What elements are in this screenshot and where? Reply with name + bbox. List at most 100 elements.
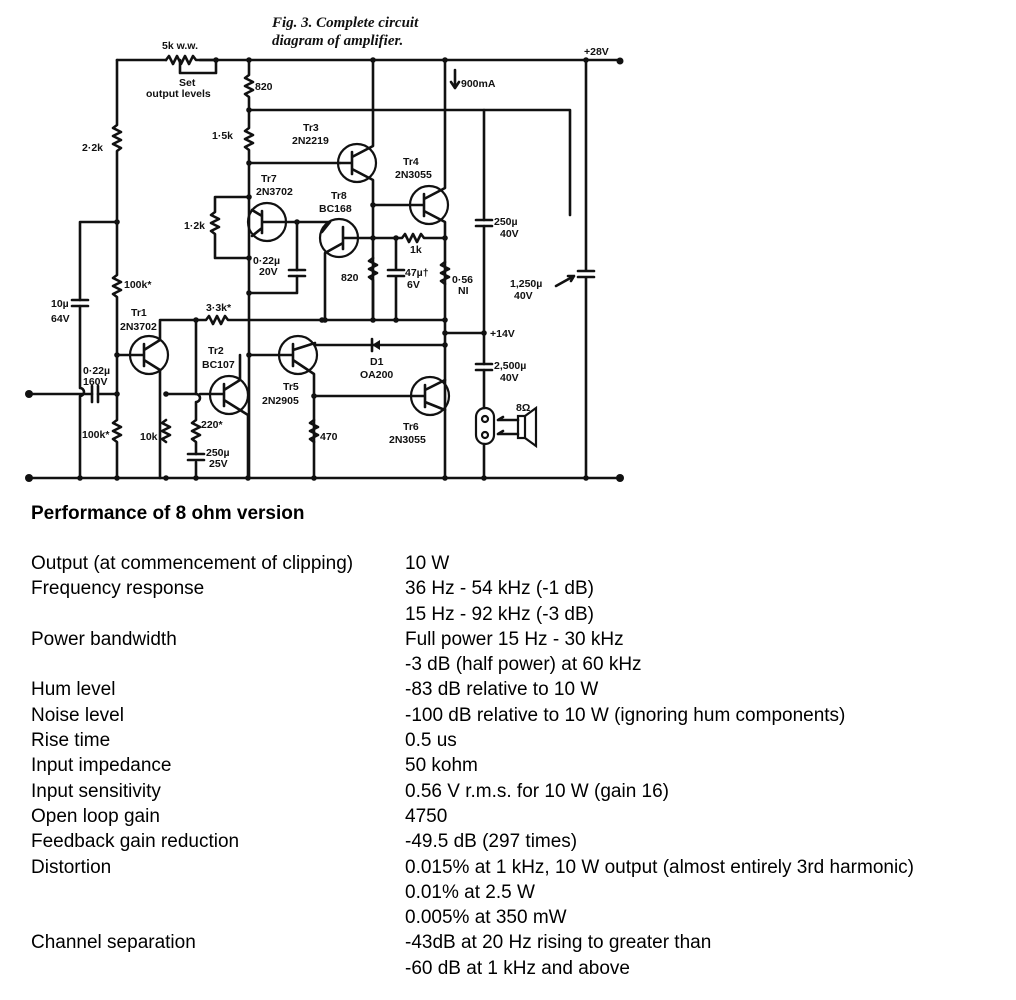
c2500-value: 2,500µ xyxy=(494,360,526,372)
diode-d1: D1 OA200 xyxy=(313,337,448,381)
tr3-type: 2N2219 xyxy=(292,135,329,147)
c250-low-value: 250µ xyxy=(206,447,230,459)
pot-5k: 5k w.w. Set output levels xyxy=(146,40,219,100)
spec-label: Distortion xyxy=(31,856,112,878)
c10u-voltage: 64V xyxy=(51,313,70,325)
spec-value: -60 dB at 1 kHz and above xyxy=(405,957,630,979)
spec-value: -100 dB relative to 10 W (ignoring hum c… xyxy=(405,704,846,726)
tr6-type: 2N3055 xyxy=(389,434,426,446)
spec-value: 10 W xyxy=(405,553,450,574)
transistor-tr1: Tr1 2N3702 10k xyxy=(115,307,198,480)
spec-row: -60 dB at 1 kHz and above xyxy=(31,956,914,981)
spec-label xyxy=(31,602,405,627)
circuit-diagram: Fig. 3. Complete circuit diagram of ampl… xyxy=(25,15,624,482)
spec-label: Rise time xyxy=(31,730,111,752)
spec-row: 15 Hz - 92 kHz (-3 dB) xyxy=(31,602,914,627)
c250-low-voltage: 25V xyxy=(209,458,228,470)
tr1-ref: Tr1 xyxy=(131,307,147,319)
r-100k-top-label: 100k* xyxy=(124,279,152,291)
c2500-voltage: 40V xyxy=(500,372,519,384)
transistor-tr3: Tr3 2N2219 xyxy=(292,58,378,322)
tr7-ref: Tr7 xyxy=(261,173,277,185)
spec-label xyxy=(31,652,405,677)
r-10k-label: 10k xyxy=(140,431,158,443)
d1-ref: D1 xyxy=(370,356,384,368)
input-terminal: 0·22µ 160V xyxy=(25,365,119,404)
transistor-tr2: 3·3k* Tr2 BC107 220* 250µ 25V xyxy=(186,302,250,480)
spec-label: Feedback gain reduction xyxy=(31,831,240,853)
spec-row: Distortion 0.015% at 1 kHz, 10 W output (… xyxy=(31,855,914,880)
tr2-ref: Tr2 xyxy=(208,345,224,357)
specs-table: Output (at commencement of clipping)10 W… xyxy=(31,551,914,981)
spec-value: 50 kohm xyxy=(405,755,478,777)
transistor-tr8: Tr8 BC168 xyxy=(295,190,375,323)
spec-row: 0.005% at 350 mW xyxy=(31,905,914,930)
spec-label: Noise level xyxy=(31,704,124,726)
tr4-ref: Tr4 xyxy=(403,156,419,168)
tr7-type: 2N3702 xyxy=(256,186,293,198)
c022-fb-value: 0·22µ xyxy=(253,255,280,267)
c022-in-value: 0·22µ xyxy=(83,365,110,377)
r-056-label: 0·56 xyxy=(452,274,473,286)
spec-value: -3 dB (half power) at 60 kHz xyxy=(405,654,642,676)
c10u-value: 10µ xyxy=(51,298,69,310)
c250-top-value: 250µ xyxy=(494,216,518,228)
cap-1250u: 1,250µ 40V xyxy=(510,58,596,480)
spec-value: -49.5 dB (297 times) xyxy=(405,831,578,853)
r-220-label: 220* xyxy=(201,419,224,431)
spec-label: Hum level xyxy=(31,679,116,701)
bias-chain: 2·2k 100k* 100k* xyxy=(82,58,152,480)
spec-value: 0.015% at 1 kHz, 10 W output (almost ent… xyxy=(405,856,915,878)
spec-label: Power bandwidth xyxy=(31,628,177,650)
transistor-tr6: Tr6 2N3055 xyxy=(312,375,451,446)
transistor-tr5: Tr5 2N2905 470 xyxy=(247,334,338,480)
c1250-voltage: 40V xyxy=(514,290,533,302)
tr1-type: 2N3702 xyxy=(120,321,157,333)
spec-row: Feedback gain reduction -49.5 dB (297 tim… xyxy=(31,829,914,854)
speaker-impedance-label: 8Ω xyxy=(516,402,530,414)
pot-note-label: Set xyxy=(179,77,196,89)
pot-value-label: 5k w.w. xyxy=(162,40,198,52)
driver-column: 820 1·5k 1·2k xyxy=(184,58,572,480)
c47u-value: 47µ† xyxy=(405,267,429,279)
c1250-value: 1,250µ xyxy=(510,278,542,290)
bias-network: 1k 820 47µ† 6V 0·56 NI xyxy=(247,232,473,323)
spec-row: Input impedance 50 kohm xyxy=(31,753,914,778)
r-820-top-label: 820 xyxy=(255,81,273,93)
cap-10u: 10µ 64V xyxy=(51,220,119,480)
c022-fb-voltage: 20V xyxy=(259,266,278,278)
spec-row: Hum level -83 dB relative to 10 W xyxy=(31,677,914,702)
spec-label: Input impedance xyxy=(31,755,172,777)
r-1k5-label: 1·5k xyxy=(212,130,233,142)
tr8-type: BC168 xyxy=(319,203,352,215)
current-label: 900mA xyxy=(461,78,496,90)
figure-caption-line1: Fig. 3. Complete circuit xyxy=(271,15,419,31)
r-820-mid-label: 820 xyxy=(341,272,359,284)
figure-caption-line2: diagram of amplifier. xyxy=(272,33,403,49)
output-node: +14V 250µ 40V 2,500µ 40V xyxy=(442,108,526,410)
spec-value: -83 dB relative to 10 W xyxy=(405,679,599,701)
spec-label xyxy=(31,905,405,930)
spec-row: Output (at commencement of clipping)10 W xyxy=(31,551,914,576)
spec-value: -43dB at 20 Hz rising to greater than xyxy=(405,932,712,954)
transistor-tr7: Tr7 2N3702 0·22µ 20V xyxy=(246,173,307,295)
tr3-ref: Tr3 xyxy=(303,122,319,134)
spec-row: Frequency response 36 Hz - 54 kHz (-1 dB) xyxy=(31,576,914,601)
r-1k2-label: 1·2k xyxy=(184,220,205,232)
spec-value: Full power 15 Hz - 30 kHz xyxy=(405,628,624,650)
tr5-ref: Tr5 xyxy=(283,381,299,393)
spec-label: Frequency response xyxy=(31,578,205,600)
transistor-tr4: Tr4 2N3055 900mA xyxy=(371,58,496,480)
spec-label: Input sensitivity xyxy=(31,780,161,802)
supply-rail: +28V xyxy=(115,46,624,65)
tr6-ref: Tr6 xyxy=(403,421,419,433)
spec-label xyxy=(31,956,405,981)
spec-value: 36 Hz - 54 kHz (-1 dB) xyxy=(405,578,594,600)
supply-voltage-label: +28V xyxy=(584,46,609,58)
c250-top-voltage: 40V xyxy=(500,228,519,240)
midpoint-voltage-label: +14V xyxy=(490,328,515,340)
spec-row: Noise level -100 dB relative to 10 W (ign… xyxy=(31,703,914,728)
